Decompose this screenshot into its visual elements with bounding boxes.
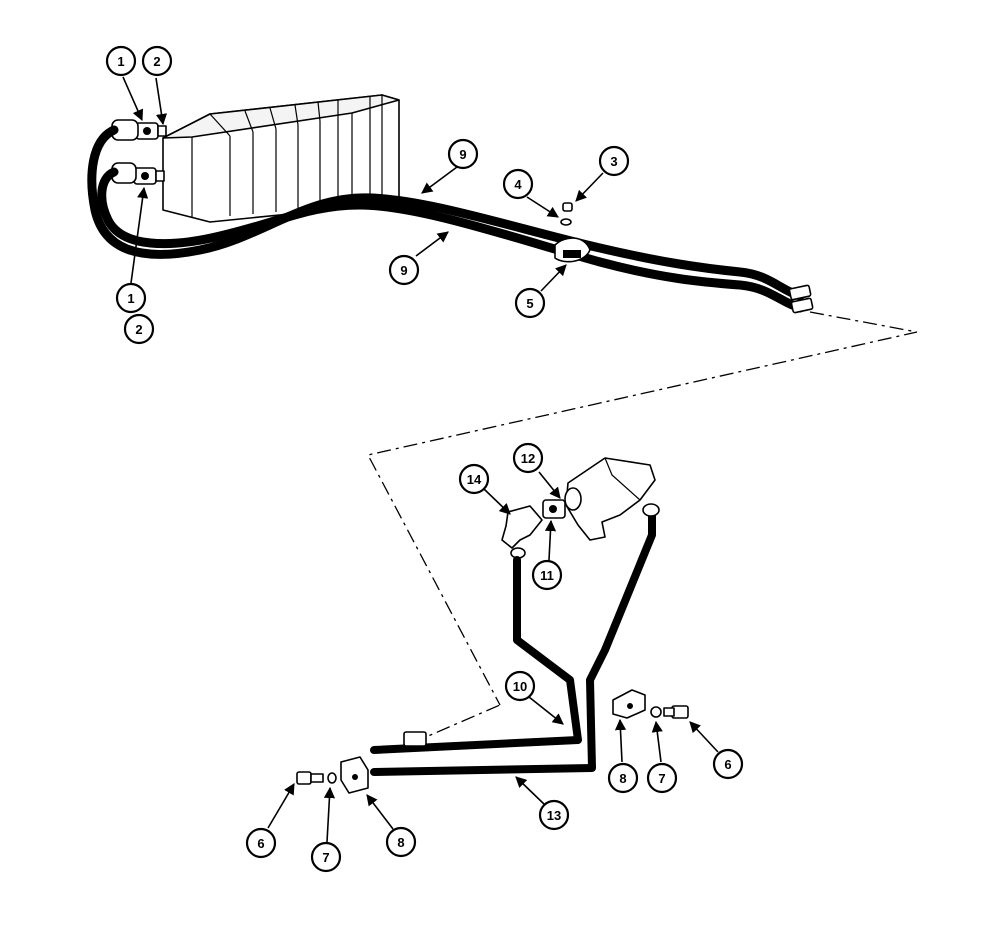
hose-assembly (87, 125, 814, 314)
svg-text:2: 2 (153, 54, 160, 69)
clamp-block-right (612, 689, 646, 719)
elbow-fitting (501, 505, 543, 559)
callout-1-upper: 1 (105, 45, 137, 77)
callout-9-upper: 9 (447, 138, 479, 170)
callout-7-right: 7 (646, 762, 678, 794)
svg-text:6: 6 (724, 757, 731, 772)
svg-text:13: 13 (547, 808, 561, 823)
callout-4: 4 (502, 168, 534, 200)
callout-6-right: 6 (712, 748, 744, 780)
callout-3: 3 (598, 145, 630, 177)
callout-1-lower: 1 (115, 282, 147, 314)
callout-8-left: 8 (385, 826, 417, 858)
svg-text:9: 9 (459, 147, 466, 162)
tube-assembly (370, 503, 660, 776)
svg-text:1: 1 (117, 54, 124, 69)
svg-text:7: 7 (658, 771, 665, 786)
callout-8-right: 8 (607, 762, 639, 794)
callout-2-lower: 2 (123, 313, 155, 345)
svg-text:14: 14 (467, 472, 482, 487)
washer-right (650, 706, 662, 718)
connection-line-lower (411, 704, 501, 744)
svg-text:4: 4 (514, 177, 522, 192)
cooler-core (162, 94, 400, 223)
svg-text:6: 6 (257, 836, 264, 851)
clamp-block-left (340, 756, 369, 794)
bolt-left (296, 771, 324, 785)
washer-left (327, 772, 337, 784)
callout-14: 14 (458, 463, 490, 495)
cooler-fitting-lower (111, 162, 165, 185)
svg-text:8: 8 (619, 771, 626, 786)
svg-text:11: 11 (540, 568, 554, 583)
leader-lines (122, 76, 719, 843)
valve-housing (564, 457, 656, 541)
svg-text:8: 8 (397, 835, 404, 850)
callout-13: 13 (538, 799, 570, 831)
callout-5: 5 (514, 287, 546, 319)
svg-text:12: 12 (521, 451, 535, 466)
bolt-right (663, 705, 689, 719)
svg-text:2: 2 (135, 322, 142, 337)
svg-text:5: 5 (526, 296, 533, 311)
svg-text:10: 10 (513, 679, 527, 694)
callout-7-left: 7 (310, 841, 342, 873)
hose-clamp (554, 202, 591, 263)
cooler-fitting-upper (111, 119, 167, 141)
svg-text:3: 3 (610, 154, 617, 169)
svg-text:1: 1 (127, 291, 134, 306)
svg-text:9: 9 (400, 263, 407, 278)
callout-11: 11 (531, 559, 563, 591)
callout-10: 10 (504, 670, 536, 702)
svg-text:7: 7 (322, 850, 329, 865)
callout-12: 12 (512, 442, 544, 474)
callout-2-upper: 2 (141, 45, 173, 77)
callout-9-lower: 9 (388, 254, 420, 286)
callout-6-left: 6 (245, 827, 277, 859)
adapter-fitting (542, 499, 566, 519)
connection-line-upper (367, 311, 918, 706)
